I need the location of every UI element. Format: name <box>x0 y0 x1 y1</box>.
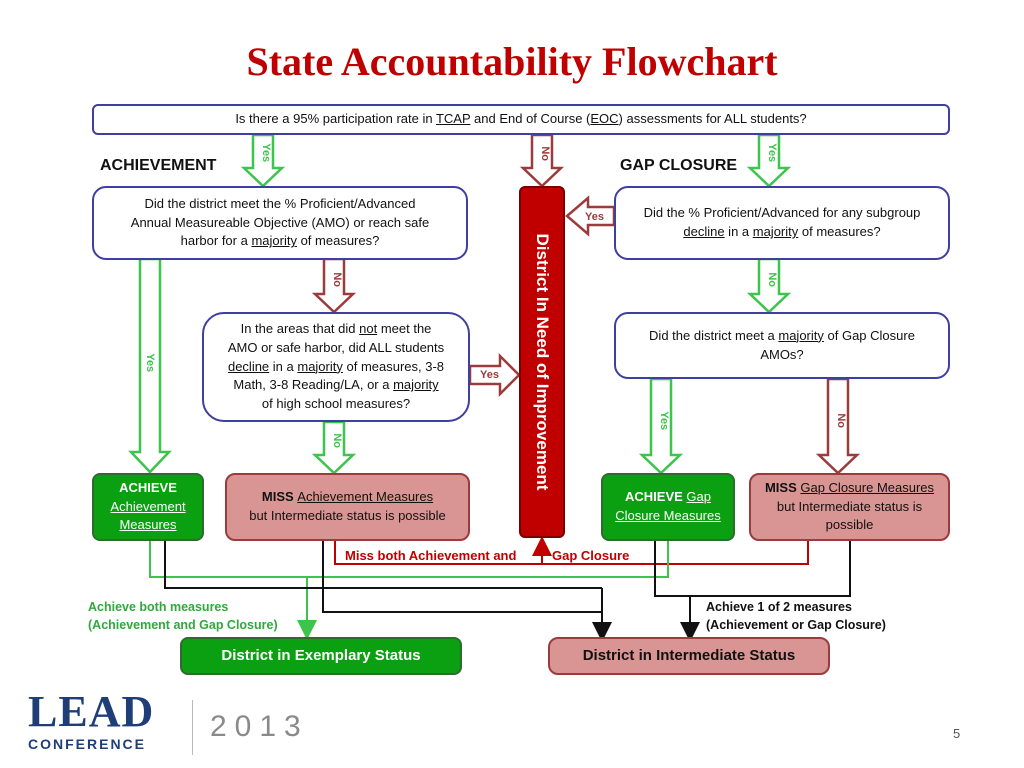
page-number: 5 <box>953 726 961 741</box>
no-label-top-center: No <box>539 146 552 162</box>
yes-label-subgroup: Yes <box>585 211 604 223</box>
no-arrow-amo <box>311 257 357 314</box>
yes-label-gap: Yes <box>658 411 671 431</box>
yes-arrow-decline <box>468 352 521 398</box>
conference-year: 2013 <box>210 710 309 743</box>
no-arrow-top-center <box>519 133 565 188</box>
logo-divider <box>192 700 193 755</box>
miss-both-label-b: Gap Closure <box>552 548 630 563</box>
logo-conference-text: CONFERENCE <box>28 736 147 752</box>
achieve-both-label: Achieve both measures(Achievement and Ga… <box>88 600 278 632</box>
no-arrow-gap <box>815 377 861 475</box>
participation-question: Is there a 95% participation rate in TCA… <box>92 104 950 135</box>
yes-arrow-top-right <box>746 133 792 188</box>
yes-arrow-gap <box>638 377 684 475</box>
need-improvement-label: District In Need of Improvement <box>533 233 552 491</box>
yes-label-top-right: Yes <box>766 143 779 163</box>
yes-label-amo-long: Yes <box>144 353 157 373</box>
subgroup-question: Did the % Proficient/Advanced for any su… <box>614 186 950 260</box>
yes-arrow-amo-long <box>128 257 172 474</box>
logo-lead-text: LEAD <box>28 687 155 736</box>
exemplary-status-box: District in Exemplary Status <box>180 637 462 675</box>
need-improvement-bar: District In Need of Improvement <box>519 186 565 538</box>
gap-closure-question: Did the district meet a majority of Gap … <box>614 312 950 379</box>
no-label-subgroup: No <box>766 272 779 288</box>
no-label-decline: No <box>331 433 344 449</box>
lead-conference-logo: LEAD CONFERENCE <box>28 687 155 753</box>
no-arrow-decline <box>311 420 357 475</box>
no-arrow-subgroup <box>746 257 792 314</box>
yes-label-top-left: Yes <box>260 143 273 163</box>
amo-question: Did the district meet the % Proficient/A… <box>92 186 468 260</box>
no-label-amo: No <box>331 272 344 288</box>
miss-both-label-a: Miss both Achievement and <box>345 548 517 563</box>
intermediate-status-box: District in Intermediate Status <box>548 637 830 675</box>
yes-label-decline: Yes <box>480 369 499 381</box>
yes-arrow-subgroup <box>565 195 616 237</box>
yes-arrow-top-left <box>240 133 286 188</box>
gap-closure-header: GAP CLOSURE <box>620 157 738 174</box>
page-title: State Accountability Flowchart <box>246 39 778 84</box>
achieve-one-label: Achieve 1 of 2 measures(Achievement or G… <box>706 600 886 632</box>
achievement-header: ACHIEVEMENT <box>100 157 217 174</box>
no-label-gap: No <box>835 413 848 429</box>
